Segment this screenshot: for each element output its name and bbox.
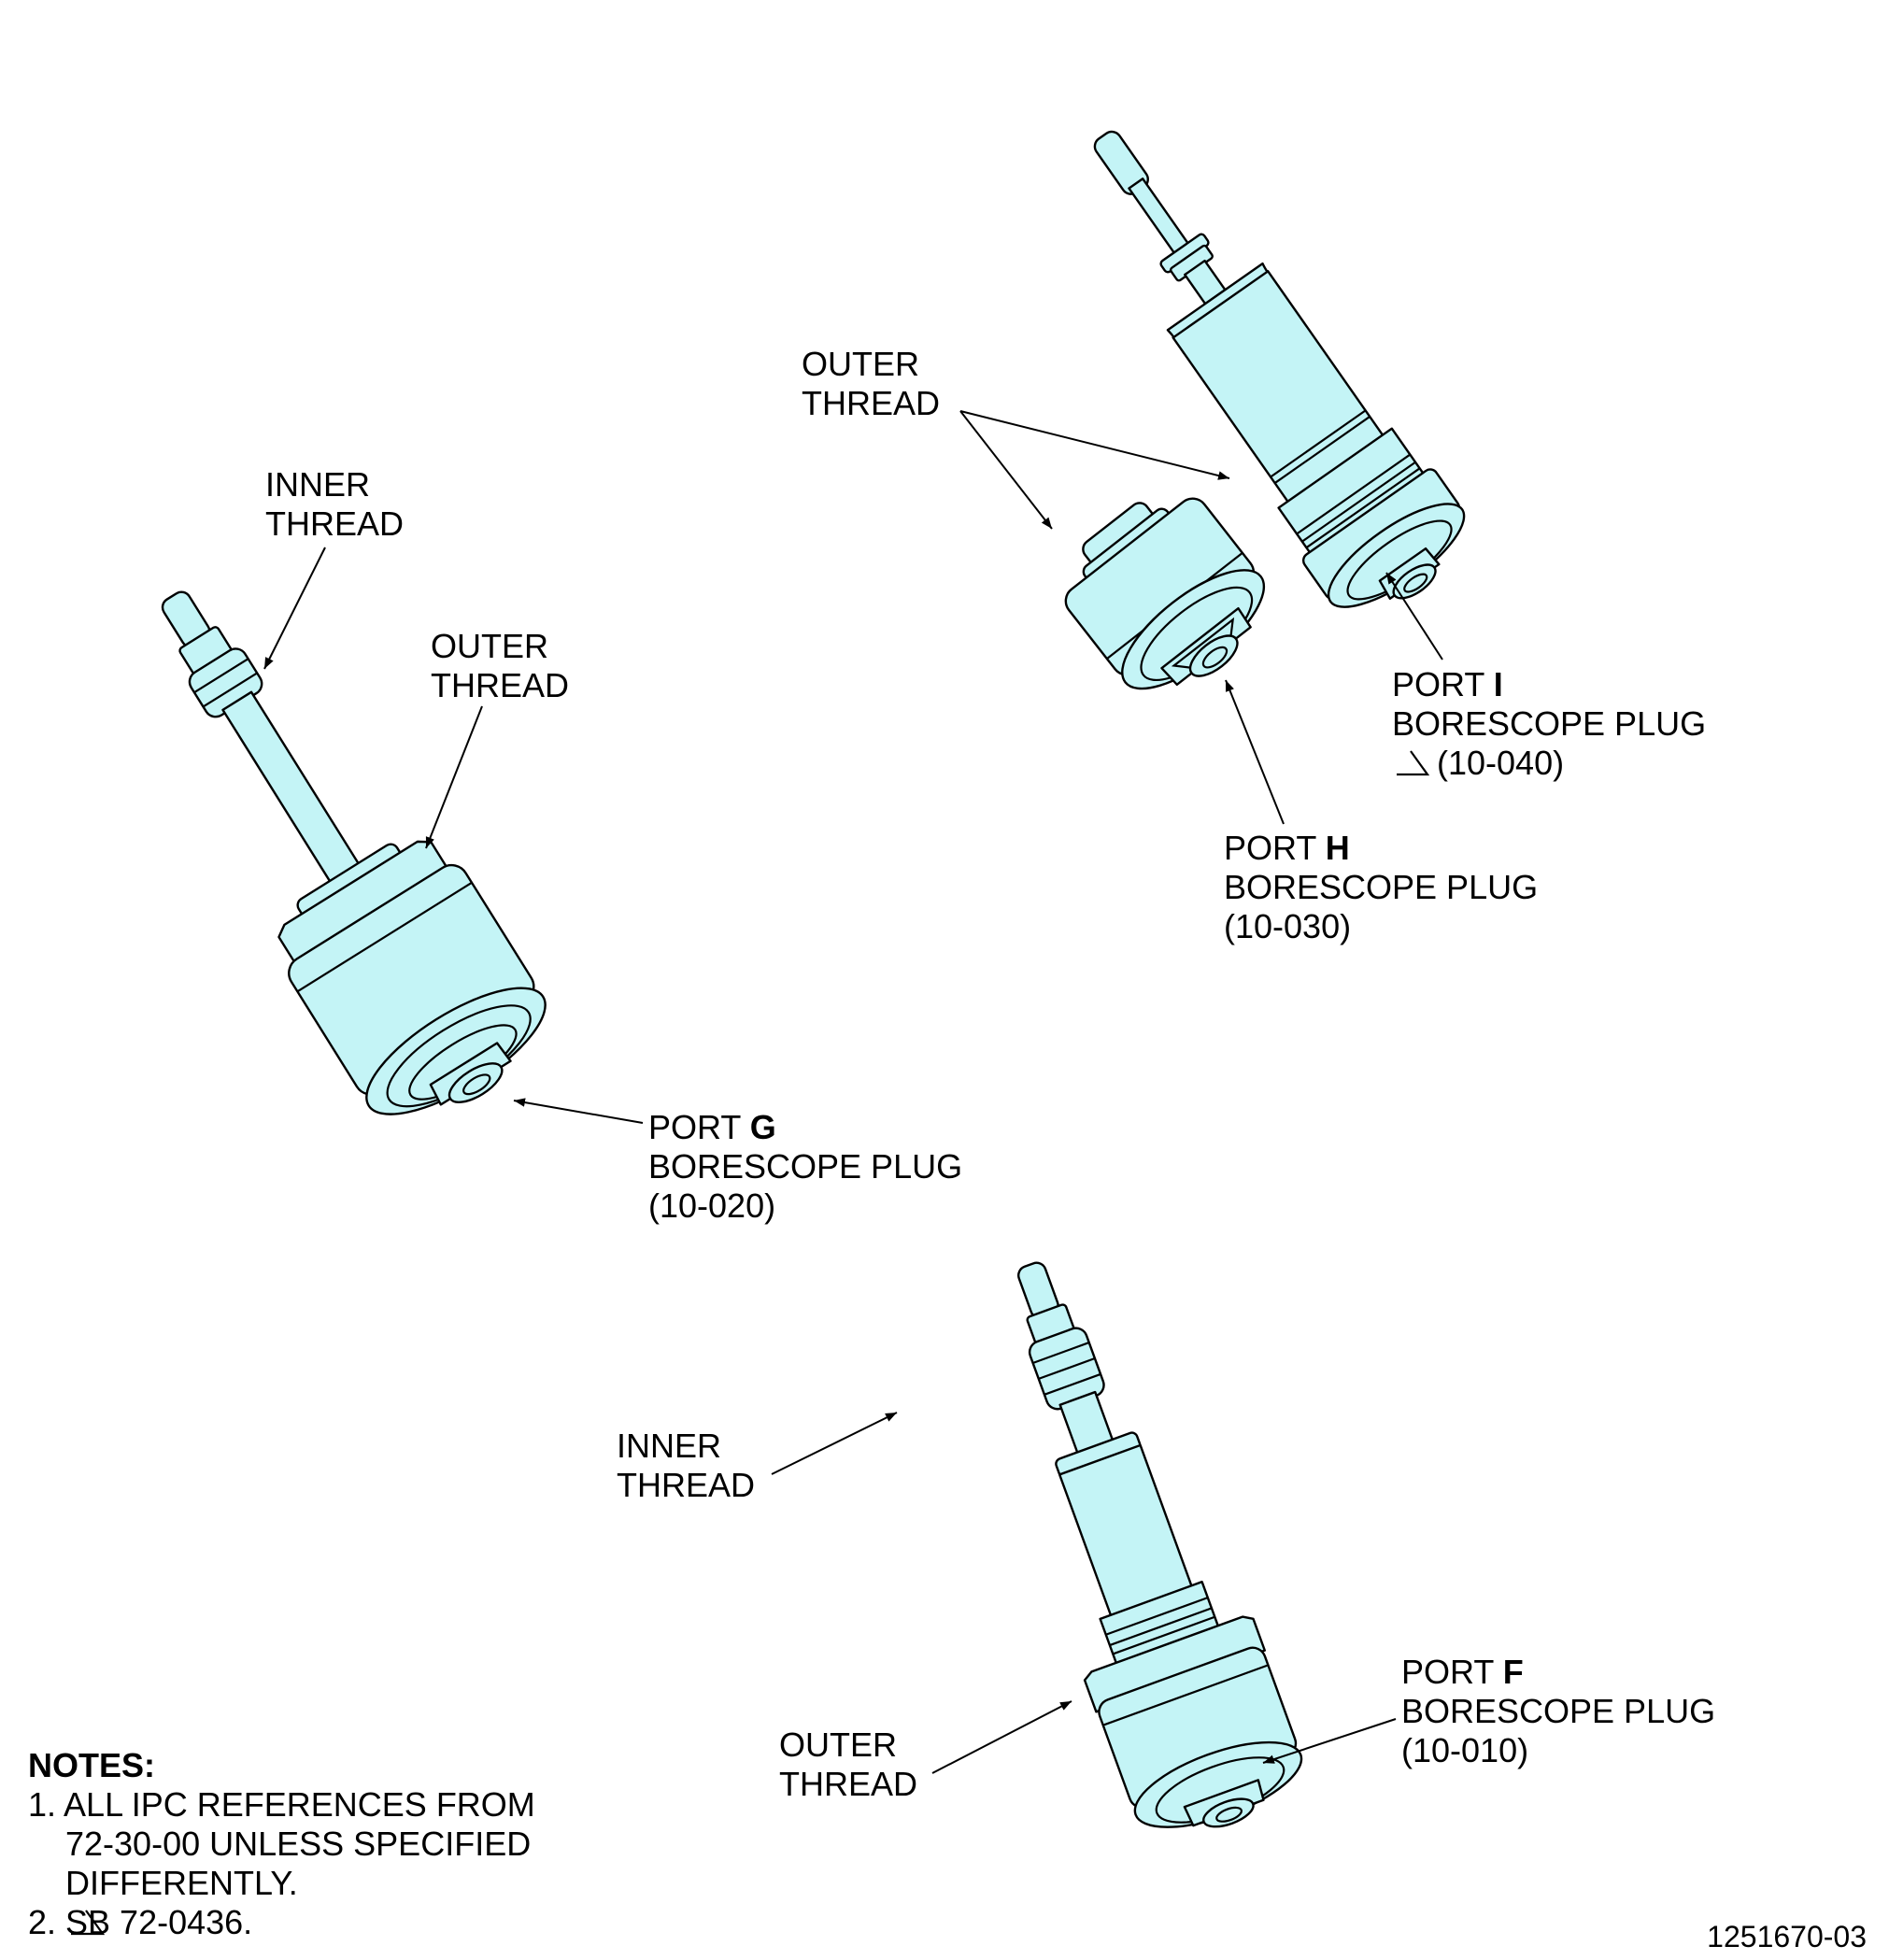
outer-thread-g-line1: OUTER xyxy=(431,627,548,665)
note-2: 2. SB 72-0436. xyxy=(28,1903,252,1941)
port-g-line2: BORESCOPE PLUG xyxy=(648,1147,962,1186)
port-f-ref: (10-010) xyxy=(1401,1731,1528,1769)
inner-thread-g-line2: THREAD xyxy=(265,504,404,543)
port-f-label: PORT F BORESCOPE PLUG (10-010) xyxy=(1401,1653,1725,1769)
sb-flag-icon xyxy=(71,1910,106,1936)
note-1-line3: DIFFERENTLY. xyxy=(65,1864,298,1902)
port-g-prefix: PORT xyxy=(648,1108,750,1146)
leader-lines xyxy=(263,410,1443,1774)
port-g-ref: (10-020) xyxy=(648,1186,775,1225)
port-h-letter: H xyxy=(1326,829,1350,867)
port-f-line2: BORESCOPE PLUG xyxy=(1401,1692,1715,1730)
port-g-letter: G xyxy=(750,1108,776,1146)
port-f-prefix: PORT xyxy=(1401,1653,1503,1691)
port-i-label: PORT I BORESCOPE PLUG (10-040) xyxy=(1392,665,1715,782)
outer-thread-top-line1: OUTER xyxy=(802,345,919,383)
port-i-plug xyxy=(1093,130,1466,608)
port-h-ref: (10-030) xyxy=(1224,907,1351,945)
port-g-plug xyxy=(161,590,547,1115)
port-f-letter: F xyxy=(1503,1653,1524,1691)
note-1: 1. ALL IPC REFERENCES FROM 72-30-00 UNLE… xyxy=(28,1785,545,1902)
port-f-plug xyxy=(1016,1261,1303,1828)
outer-thread-top-label: OUTER THREAD xyxy=(802,345,940,422)
port-i-prefix: PORT xyxy=(1392,665,1494,703)
port-h-label: PORT H BORESCOPE PLUG (10-030) xyxy=(1224,829,1547,945)
inner-thread-f-label: INNER THREAD xyxy=(617,1427,755,1504)
outer-thread-top-line2: THREAD xyxy=(802,384,940,422)
outer-thread-g-label: OUTER THREAD xyxy=(431,627,569,704)
figure-number: 1251670-03 xyxy=(1707,1920,1867,1953)
sb-flag-icon xyxy=(1397,750,1430,776)
port-g-label: PORT G BORESCOPE PLUG (10-020) xyxy=(648,1108,972,1225)
outer-thread-g-line2: THREAD xyxy=(431,666,569,704)
port-i-letter: I xyxy=(1494,665,1503,703)
notes-title: NOTES: xyxy=(28,1746,155,1784)
port-h-prefix: PORT xyxy=(1224,829,1326,867)
note-1-line1: 1. ALL IPC REFERENCES FROM xyxy=(28,1785,535,1824)
inner-thread-g-label: INNER THREAD xyxy=(265,465,404,543)
outer-thread-f-label: OUTER THREAD xyxy=(779,1726,917,1803)
outer-thread-f-line1: OUTER xyxy=(779,1726,897,1764)
inner-thread-g-line1: INNER xyxy=(265,465,370,504)
note-1-line2: 72-30-00 UNLESS SPECIFIED xyxy=(65,1825,531,1863)
outer-thread-f-line2: THREAD xyxy=(779,1765,917,1803)
port-i-ref: (10-040) xyxy=(1437,744,1564,782)
notes: NOTES: 1. ALL IPC REFERENCES FROM 72-30-… xyxy=(28,1746,545,1941)
port-h-line2: BORESCOPE PLUG xyxy=(1224,868,1538,906)
port-h-plug xyxy=(1064,497,1266,690)
port-i-line2: BORESCOPE PLUG xyxy=(1392,704,1706,743)
inner-thread-f-line1: INNER xyxy=(617,1427,721,1465)
inner-thread-f-line2: THREAD xyxy=(617,1466,755,1504)
